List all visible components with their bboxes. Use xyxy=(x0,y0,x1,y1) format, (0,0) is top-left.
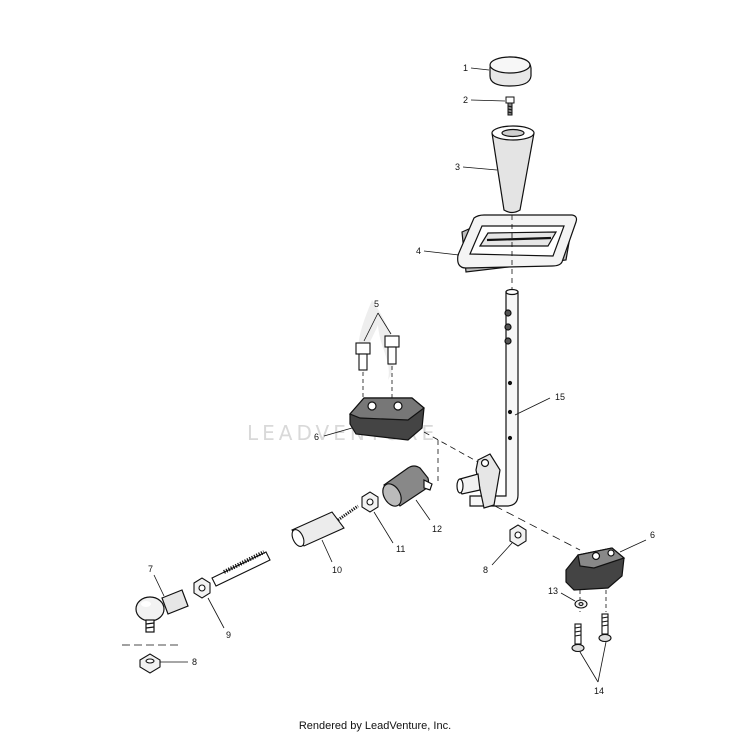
part-4-shift-boot xyxy=(457,214,578,273)
leader-5a xyxy=(363,312,379,342)
footer-credit: Rendered by LeadVenture, Inc. xyxy=(298,720,452,732)
callout-4: 4 xyxy=(416,246,421,256)
callout-10: 10 xyxy=(332,565,342,575)
callout-9: 9 xyxy=(226,630,231,640)
leader-1 xyxy=(470,67,490,71)
callout-3: 3 xyxy=(455,162,460,172)
callout-11: 11 xyxy=(396,544,405,554)
part-13-washer xyxy=(574,599,588,609)
callout-13: 13 xyxy=(548,586,558,596)
watermark-flame xyxy=(358,300,395,380)
leader-9 xyxy=(207,597,225,629)
part-14-bolts xyxy=(571,613,612,653)
leader-13 xyxy=(560,592,576,602)
leader-10 xyxy=(321,539,333,563)
part-15-shift-lever xyxy=(469,288,519,507)
callout-5: 5 xyxy=(374,299,379,309)
part-6-pivot-block-upper xyxy=(348,397,425,441)
leader-14b xyxy=(597,641,607,683)
leader-5b xyxy=(377,312,392,335)
callout-7: 7 xyxy=(148,564,153,574)
part-11-nut xyxy=(361,491,379,513)
part-1-knob-cap xyxy=(489,56,532,87)
dashline-block-to-lever xyxy=(423,431,479,463)
callout-6b: 6 xyxy=(650,530,655,540)
leader-15 xyxy=(514,397,551,416)
part-6-pivot-block-lower xyxy=(565,547,626,591)
callout-2: 2 xyxy=(463,95,468,105)
leader-14a xyxy=(579,651,599,683)
leader-8a xyxy=(491,542,513,566)
callout-1: 1 xyxy=(463,63,468,73)
leader-6b xyxy=(619,539,647,553)
part-10-connector-tube xyxy=(291,504,359,547)
dashline-lower xyxy=(494,505,581,551)
leader-2 xyxy=(470,99,506,102)
leader-3 xyxy=(462,166,498,171)
part-2-screw xyxy=(505,96,515,116)
leader-4 xyxy=(423,250,460,256)
callout-6a: 6 xyxy=(314,432,319,442)
leader-6a xyxy=(323,427,353,437)
part-7-ball-joint xyxy=(135,589,189,633)
part-5-bolts xyxy=(355,335,400,371)
leader-11 xyxy=(373,511,394,544)
callout-12: 12 xyxy=(432,524,442,534)
callout-8b: 8 xyxy=(192,657,197,667)
threaded-rod-spring xyxy=(211,550,271,587)
part-8-nut-center xyxy=(509,524,527,547)
part-12-rod-end xyxy=(382,465,433,507)
part-3-shift-grip xyxy=(491,125,535,214)
callout-14: 14 xyxy=(594,686,604,696)
lever-pivot-bracket xyxy=(456,453,501,509)
part-9-nut xyxy=(193,577,211,599)
part-8-nut-lower xyxy=(139,653,161,674)
leader-7 xyxy=(153,574,165,597)
callout-15: 15 xyxy=(555,392,565,402)
leader-12 xyxy=(415,499,431,521)
callout-8a: 8 xyxy=(483,565,488,575)
